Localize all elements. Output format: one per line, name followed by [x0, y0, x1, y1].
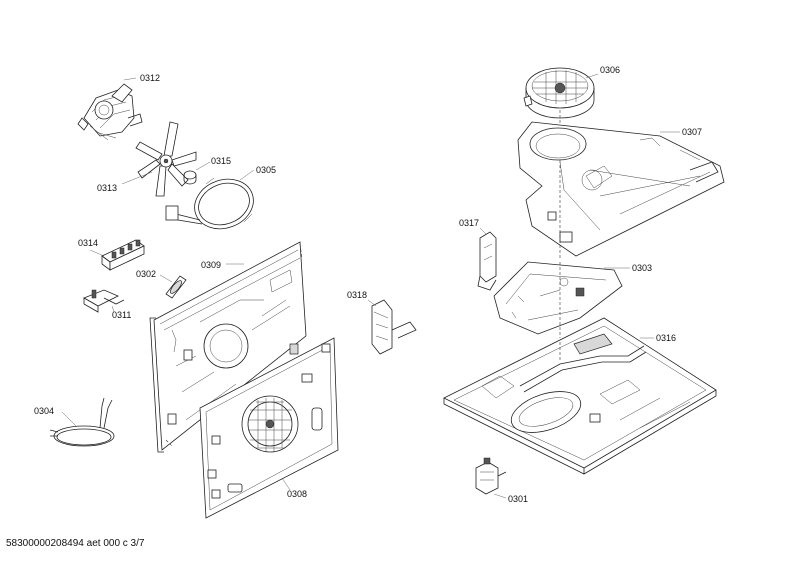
part-labels: 0312 0313 0315 0305 0314 0302 0309 0311 …: [34, 65, 702, 504]
label-0313: 0313: [97, 183, 117, 193]
label-0303: 0303: [632, 263, 652, 273]
label-0305: 0305: [256, 165, 276, 175]
label-0307: 0307: [682, 127, 702, 137]
label-0314: 0314: [78, 238, 98, 248]
part-0306-cooling-fan: [523, 67, 599, 130]
part-0303-cover-plate: [493, 261, 630, 338]
part-0315-nut: [183, 161, 211, 185]
label-0311: 0311: [112, 310, 131, 320]
part-0311-switch: [83, 289, 125, 313]
part-0305-heating-element: [165, 169, 255, 230]
part-0307-fan-housing: [517, 121, 725, 260]
label-0308: 0308: [287, 489, 307, 499]
part-0318-bracket: [367, 299, 417, 355]
label-0317: 0317: [459, 218, 479, 228]
label-0304: 0304: [34, 406, 54, 416]
part-0301-connector: [475, 457, 507, 499]
label-0318: 0318: [347, 290, 367, 300]
label-0309: 0309: [201, 260, 221, 270]
document-footer: 58300000208494 aet 000 c 3/7: [6, 538, 145, 549]
part-0317-mount-bracket: [477, 227, 497, 291]
label-0302: 0302: [136, 269, 156, 279]
part-0308-front-panel: [199, 337, 339, 519]
label-0306: 0306: [600, 65, 620, 75]
label-0315: 0315: [211, 156, 231, 166]
part-0312-fan-motor: [77, 77, 143, 141]
label-0316: 0316: [656, 333, 676, 343]
part-0314-terminal-block: [89, 239, 145, 271]
part-0304-cable: [49, 397, 115, 447]
label-0301: 0301: [508, 494, 528, 504]
part-0309-rear-panel: [149, 241, 307, 453]
label-0312: 0312: [140, 73, 160, 83]
part-0302-lamp: [159, 274, 187, 299]
part-0313-fan-blade: [121, 121, 197, 197]
part-0316-base-tray: [443, 317, 717, 475]
